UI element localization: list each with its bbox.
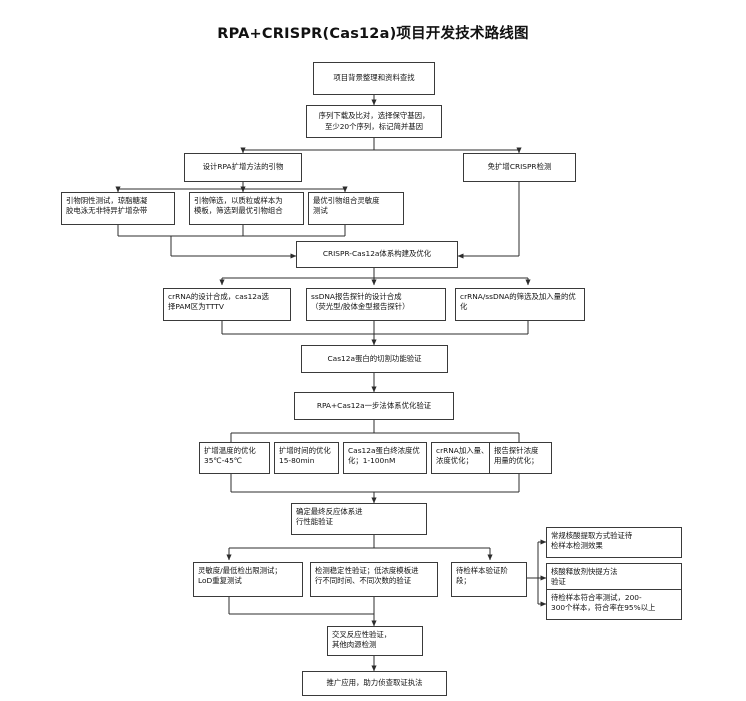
- node-amplification-time[interactable]: 扩增时间的优化 15-80min: [274, 442, 339, 474]
- node-amplification-temperature[interactable]: 扩增温度的优化 35℃-45℃: [199, 442, 270, 474]
- node-crispr-cas12a-system[interactable]: CRISPR-Cas12a体系构建及优化: [296, 241, 458, 268]
- node-design-rpa-primers[interactable]: 设计RPA扩增方法的引物: [184, 153, 302, 182]
- node-sequence-download[interactable]: 序列下载及比对，选择保守基因， 至少20个序列，标记简并基因: [306, 105, 442, 138]
- node-amplification-free-crispr[interactable]: 免扩增CRISPR检测: [463, 153, 576, 182]
- node-crrna-dosage[interactable]: crRNA加入量、 浓度优化；: [431, 442, 500, 474]
- node-primer-sensitivity-test[interactable]: 最优引物组合灵敏度 测试: [308, 192, 404, 225]
- node-sample-validation-stage[interactable]: 待检样本验证阶 段；: [451, 562, 527, 597]
- node-primer-screening[interactable]: 引物筛选，以质粒或样本为 模板，筛选到最优引物组合: [189, 192, 304, 225]
- node-cas12a-concentration[interactable]: Cas12a蛋白终浓度优 化；1-100nM: [343, 442, 427, 474]
- node-probe-dosage[interactable]: 报告探针浓度 用量的优化；: [489, 442, 552, 474]
- node-sample-concordance-test[interactable]: 待检样本符合率测试，200- 300个样本，符合率在95%以上: [546, 589, 682, 620]
- node-one-step-optimization[interactable]: RPA+Cas12a一步法体系优化验证: [294, 392, 454, 420]
- node-final-system-validation[interactable]: 确定最终反应体系进 行性能验证: [291, 503, 427, 535]
- page-title: RPA+CRISPR(Cas12a)项目开发技术路线图: [217, 26, 529, 42]
- node-ssdna-reporter-probe[interactable]: ssDNA报告探针的设计合成 （荧光型/胶体金型报告探针）: [306, 288, 446, 321]
- node-sensitivity-lod-test[interactable]: 灵敏度/最低检出限测试； LoD重复测试: [193, 562, 303, 597]
- node-primer-negative-test[interactable]: 引物阴性测试，琼脂糖凝 胶电泳无非特异扩增杂带: [61, 192, 175, 225]
- node-promotion-application[interactable]: 推广应用，助力侦查取证执法: [302, 671, 447, 696]
- node-crrna-ssdna-screening[interactable]: crRNA/ssDNA的筛选及加入量的优 化: [455, 288, 585, 321]
- node-background-research[interactable]: 项目背景整理和资料查找: [313, 62, 435, 95]
- node-cross-reactivity[interactable]: 交叉反应性验证， 其他肉源检测: [327, 626, 423, 656]
- node-standard-extraction[interactable]: 常规核酸提取方式验证待 检样本检测效果: [546, 527, 682, 558]
- node-crrna-design[interactable]: crRNA的设计合成，cas12a选 择PAM区为TTTV: [163, 288, 291, 321]
- node-stability-validation[interactable]: 检测稳定性验证；低浓度模板进 行不同时间、不同次数的验证: [310, 562, 438, 597]
- node-cas12a-cleavage-validation[interactable]: Cas12a蛋白的切割功能验证: [301, 345, 448, 373]
